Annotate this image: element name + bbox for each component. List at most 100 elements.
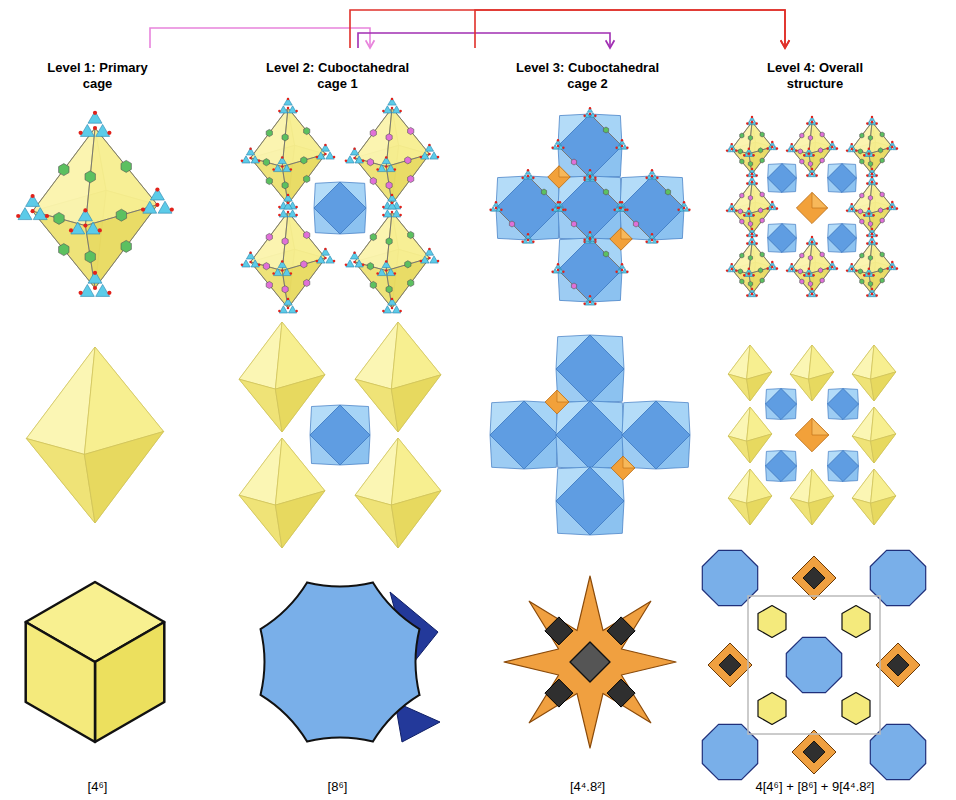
unit-cell-frame	[748, 596, 880, 734]
oxygen-atom	[815, 242, 817, 244]
primary-cage-art	[16, 111, 174, 742]
facet	[880, 132, 884, 137]
linker-bond	[392, 108, 429, 154]
oxygen-atom	[811, 168, 813, 170]
linker-bond	[95, 205, 157, 288]
oxygen-atom	[651, 169, 653, 171]
oxygen-atom	[391, 202, 393, 204]
oxygen-atom	[521, 241, 523, 243]
facet	[868, 161, 872, 166]
oxygen-atom	[751, 228, 753, 230]
linker-bond	[355, 108, 392, 158]
oxygen-atom	[803, 154, 805, 156]
oxygen-atom	[324, 248, 326, 250]
oxygen-atom	[811, 288, 813, 290]
oxygen-atom	[420, 260, 422, 262]
linker-bond	[558, 270, 590, 302]
facet	[121, 240, 131, 252]
oxygen-atom	[746, 182, 748, 184]
oxygen-atom	[281, 165, 283, 167]
linker-bond	[872, 122, 892, 147]
facet	[392, 106, 400, 113]
facet	[665, 189, 670, 195]
facet	[808, 255, 812, 260]
facet	[760, 192, 764, 197]
facet	[304, 279, 310, 286]
oxygen-atom	[871, 181, 873, 183]
facet	[878, 208, 882, 213]
facet	[719, 654, 741, 676]
facet	[728, 345, 750, 379]
facet	[274, 268, 282, 275]
oxygen-atom	[557, 269, 559, 271]
oxygen-atom	[748, 153, 750, 155]
facet	[868, 195, 872, 200]
facet	[301, 157, 307, 164]
facet	[818, 148, 822, 153]
facet	[571, 283, 576, 289]
linker-bond	[251, 212, 288, 262]
oxygen-atom	[751, 236, 753, 238]
oxygen-atom	[45, 214, 49, 218]
facet	[809, 122, 832, 154]
level-arrow	[150, 28, 370, 48]
facet	[150, 188, 164, 200]
oxygen-atom	[748, 268, 750, 270]
facet	[421, 152, 429, 159]
facet	[870, 169, 875, 173]
facet	[860, 253, 864, 258]
oxygen-atom	[751, 288, 753, 290]
oxygen-atom	[394, 168, 396, 170]
facet	[758, 268, 762, 273]
oxygen-atom	[583, 239, 585, 241]
facet	[858, 209, 862, 214]
oxygen-atom	[583, 303, 585, 305]
oxygen-atom	[287, 202, 289, 204]
oxygen-atom	[871, 176, 873, 178]
facet	[26, 347, 95, 454]
cage-notation: 4[4⁶] + [8⁶] + 9[4⁴.8²]	[756, 779, 875, 795]
facet	[880, 252, 884, 257]
facet	[496, 176, 560, 240]
facet	[391, 375, 441, 432]
level-arrow	[350, 10, 785, 48]
oxygen-atom	[846, 149, 848, 151]
oxygen-atom	[353, 148, 355, 150]
oxygen-atom	[287, 298, 289, 300]
cuboctahedral-cage-1-art	[239, 98, 441, 742]
facet	[310, 405, 370, 465]
facet	[386, 182, 392, 189]
oxygen-atom	[258, 160, 260, 162]
facet	[558, 114, 622, 178]
oxygen-atom	[621, 269, 623, 271]
oxygen-atom	[562, 147, 564, 149]
facet	[96, 284, 110, 296]
oxygen-atom	[811, 236, 813, 238]
oxygen-atom	[886, 267, 888, 269]
level-heading: Level 4: Overall structure	[750, 60, 880, 93]
oxygen-atom	[871, 116, 873, 118]
oxygen-atom	[399, 214, 401, 216]
facet	[18, 208, 32, 220]
oxygen-atom	[868, 213, 870, 215]
oxygen-atom	[527, 233, 529, 235]
oxygen-atom	[851, 143, 853, 145]
facet	[555, 202, 560, 207]
oxygen-atom	[871, 168, 873, 170]
facet	[730, 264, 735, 268]
oxygen-atom	[791, 268, 793, 270]
facet	[86, 222, 100, 234]
oxygen-atom	[735, 209, 737, 211]
facet	[548, 166, 570, 188]
facet	[275, 491, 325, 548]
oxygen-atom	[871, 233, 873, 235]
facet	[830, 142, 835, 146]
oxygen-atom	[551, 147, 553, 149]
facet	[795, 418, 829, 452]
linker-bond	[288, 258, 325, 308]
facet	[355, 322, 398, 389]
oxygen-atom	[786, 269, 788, 271]
